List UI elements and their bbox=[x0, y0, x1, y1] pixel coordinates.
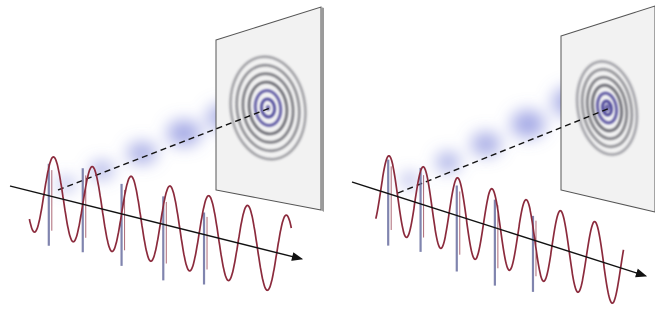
right-sine-wave bbox=[374, 155, 625, 305]
left-interference-rings bbox=[229, 55, 307, 161]
right-ring-core bbox=[604, 104, 610, 112]
right-ring-1 bbox=[601, 99, 613, 117]
left-propagation-dashed-line bbox=[57, 107, 271, 191]
left-detector-screen bbox=[215, 6, 324, 212]
right-ring-5 bbox=[580, 67, 634, 149]
right-wave-packet-1 bbox=[401, 173, 419, 187]
left-ring-5 bbox=[235, 63, 301, 153]
right-propagation-dashed-line bbox=[397, 107, 611, 194]
left-ring-3 bbox=[247, 80, 289, 136]
left-ring-1 bbox=[260, 97, 276, 119]
left-wave-packet-3 bbox=[127, 142, 157, 164]
left-ring-2 bbox=[253, 89, 283, 127]
right-axis-arrow bbox=[351, 181, 648, 278]
right-interference-rings bbox=[575, 60, 639, 156]
left-wave-packet-2 bbox=[90, 161, 114, 179]
left-wave-packet-4 bbox=[167, 120, 201, 146]
right-panel bbox=[351, 5, 655, 305]
right-wave-packet-4 bbox=[511, 110, 545, 138]
left-ring-6 bbox=[229, 55, 307, 161]
right-wave-packet-3 bbox=[471, 132, 501, 156]
right-ring-2 bbox=[596, 91, 618, 125]
right-wave-packet-2 bbox=[436, 152, 460, 172]
left-panel bbox=[9, 6, 324, 292]
left-axis-arrow bbox=[9, 185, 304, 261]
right-ring-3 bbox=[590, 83, 624, 133]
left-ring-4 bbox=[241, 72, 295, 144]
right-wave-spikes bbox=[387, 159, 537, 292]
right-ring-6 bbox=[575, 60, 639, 156]
right-ring-4 bbox=[585, 75, 629, 141]
